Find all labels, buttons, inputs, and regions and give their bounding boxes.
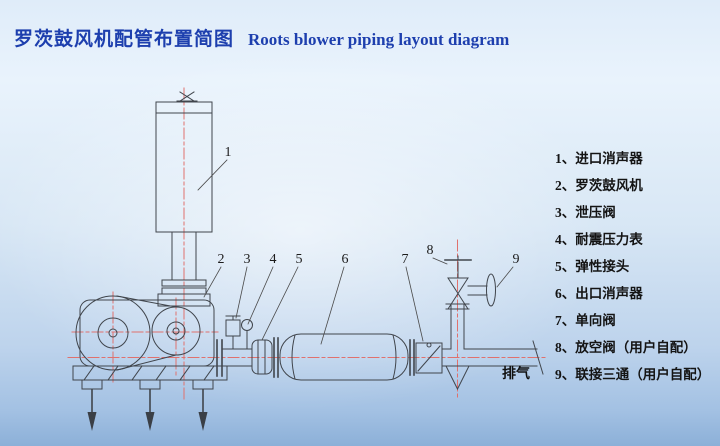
pressure-gauge	[241, 319, 253, 350]
part-label-7: 7	[402, 252, 409, 267]
outlet-silencer	[279, 333, 415, 381]
legend-item-7: 7、单向阀	[555, 313, 616, 328]
part-label-2: 2	[218, 252, 225, 267]
part-label-3: 3	[244, 252, 251, 267]
legend-item-2: 2、罗茨鼓风机	[555, 178, 643, 193]
legend-item-3: 3、泄压阀	[555, 205, 616, 220]
exhaust-label: 排气	[502, 365, 530, 382]
centerlines	[67, 87, 547, 403]
page-title: 罗茨鼓风机配管布置简图 Roots blower piping layout di…	[14, 24, 509, 51]
part-label-9: 9	[513, 252, 520, 267]
legend-item-5: 5、弹性接头	[555, 259, 630, 274]
blower-base	[72, 365, 228, 431]
part-label-4: 4	[270, 252, 277, 267]
part-label-8: 8	[427, 243, 434, 258]
roots-blower	[75, 295, 215, 371]
flexible-joint	[251, 337, 279, 378]
part-label-1: 1	[225, 145, 232, 160]
legend-item-1: 1、进口消声器	[555, 151, 643, 166]
title-zh: 罗茨鼓风机配管布置简图	[14, 29, 235, 50]
legend-item-6: 6、出口消声器	[555, 286, 643, 301]
title-en: Roots blower piping layout diagram	[248, 30, 510, 49]
discharge-pipe	[216, 339, 253, 377]
legend-item-8: 8、放空阀（用户自配）	[555, 340, 697, 355]
legend-item-9: 9、联接三通（用户自配）	[555, 367, 711, 382]
relief-valve	[225, 315, 241, 350]
part-label-6: 6	[342, 252, 349, 267]
legend: 1、进口消声器 2、罗茨鼓风机 3、泄压阀 4、耐震压力表 5、弹性接头 6、出…	[555, 145, 715, 388]
leader-lines	[197, 159, 514, 345]
check-valve	[415, 342, 452, 374]
legend-item-4: 4、耐震压力表	[555, 232, 643, 247]
inlet-silencer	[155, 91, 213, 307]
part-label-5: 5	[296, 252, 303, 267]
connecting-tee	[445, 340, 544, 391]
vent-valve	[444, 255, 496, 350]
